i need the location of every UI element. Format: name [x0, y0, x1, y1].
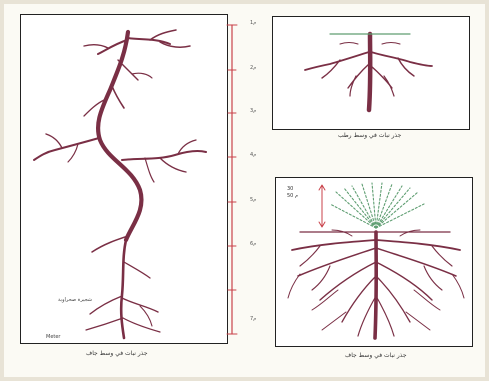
caption-dry-medium: جذر نبات في وسط جاف: [345, 352, 407, 359]
grass-height-note: 30 50 م: [287, 186, 298, 200]
scale-tick-label: 5م: [250, 197, 256, 203]
grass-height-marker: [319, 185, 325, 227]
caption-wet-medium: جذر نبات في وسط رطب: [338, 132, 401, 139]
scale-tick-label: 1م: [250, 20, 256, 26]
caption-deep-root: جذر نبات في وسط جاف: [86, 350, 148, 357]
scale-tick-label: 3م: [250, 108, 256, 114]
depth-scale: [227, 25, 237, 334]
deep-taproot-lower: [121, 240, 126, 338]
scale-tick-label: 6م: [250, 241, 256, 247]
deep-taproot: [34, 30, 206, 338]
dry-medium-root: [288, 230, 464, 338]
scale-tick-label: 4م: [250, 152, 256, 158]
grass-tuft: [330, 183, 424, 228]
scale-tick-label: 7م: [250, 316, 256, 322]
deep-taproot-main: [98, 32, 141, 240]
grass-height-line1: 30: [287, 186, 298, 193]
grass-height-line2: 50 م: [287, 193, 298, 200]
meter-label: Meter: [46, 334, 60, 340]
wet-root-main: [369, 34, 370, 110]
desert-plant-label: شجيرة صحراوية: [58, 297, 92, 303]
wet-medium-root: [305, 34, 432, 110]
scale-tick-label: 2م: [250, 65, 256, 71]
